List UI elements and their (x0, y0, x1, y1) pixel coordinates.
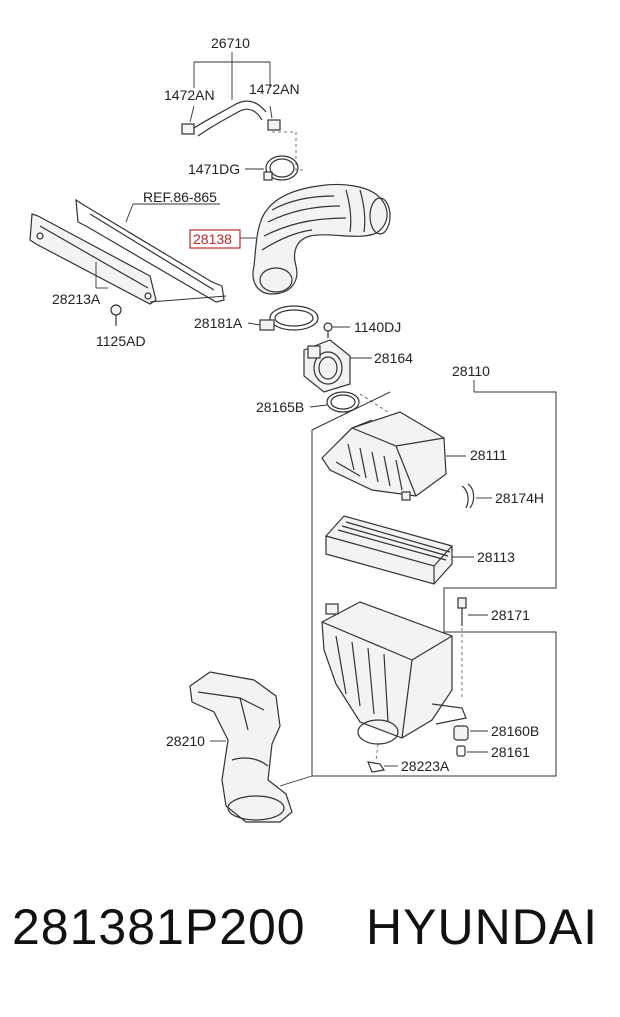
label-28111: 28111 (470, 447, 507, 463)
assembly-frame-28110 (311, 380, 557, 777)
label-28171: 28171 (491, 607, 530, 623)
part-labels: 26710 1472AN 1472AN 1471DG REF.86-865 28… (52, 35, 544, 774)
label-28161: 28161 (491, 744, 530, 760)
hose-clamp-1471DG (245, 155, 299, 181)
label-28165B: 28165B (256, 399, 304, 415)
label-28110: 28110 (452, 363, 490, 379)
label-1472AN-right: 1472AN (249, 81, 300, 97)
hose-clamp-28181A (247, 305, 319, 331)
air-intake-hose-28138 (240, 183, 391, 295)
filter-element-28113 (325, 515, 474, 585)
clip-28174H (461, 483, 492, 509)
clip-28223A (367, 743, 398, 773)
label-1125AD: 1125AD (96, 333, 146, 349)
label-26710: 26710 (211, 35, 250, 51)
label-1471DG: 1471DG (188, 161, 240, 177)
breather-hose-26710 (189, 52, 273, 137)
label-28223A: 28223A (401, 758, 450, 774)
label-1140DJ: 1140DJ (354, 319, 401, 335)
label-28210: 28210 (166, 733, 205, 749)
clamp-1472AN-right (267, 119, 281, 131)
air-duct-28210 (189, 671, 313, 823)
exploded-parts-diagram: 26710 1472AN 1472AN 1471DG REF.86-865 28… (29, 35, 557, 823)
label-28113: 28113 (477, 549, 515, 565)
screw-1140DJ (323, 322, 350, 338)
part-caption: 281381P200 HYUNDAI (0, 898, 620, 978)
bolt-28171 (457, 597, 488, 700)
label-28181A: 28181A (194, 315, 243, 331)
label-1472AN-left: 1472AN (164, 87, 215, 103)
air-guide-28213A (29, 198, 227, 305)
upper-cover-28111 (321, 411, 466, 501)
bolt-1125AD (110, 304, 122, 326)
clamp-1472AN-left (181, 123, 195, 135)
lower-case (321, 601, 467, 745)
highlight-box-28138 (189, 229, 241, 249)
brand-name: HYUNDAI (366, 899, 599, 955)
air-flow-sensor-28164 (303, 339, 372, 393)
part-number: 281381P200 (12, 899, 306, 955)
label-28174H: 28174H (495, 490, 544, 506)
label-28160B: 28160B (491, 723, 539, 739)
label-28164: 28164 (374, 350, 413, 366)
mount-28160B (453, 725, 488, 741)
label-28138: 28138 (193, 231, 232, 247)
label-ref: REF.86-865 (143, 189, 217, 205)
mount-28161 (456, 745, 488, 757)
label-28213A: 28213A (52, 291, 101, 307)
gasket-28165B (309, 391, 389, 413)
